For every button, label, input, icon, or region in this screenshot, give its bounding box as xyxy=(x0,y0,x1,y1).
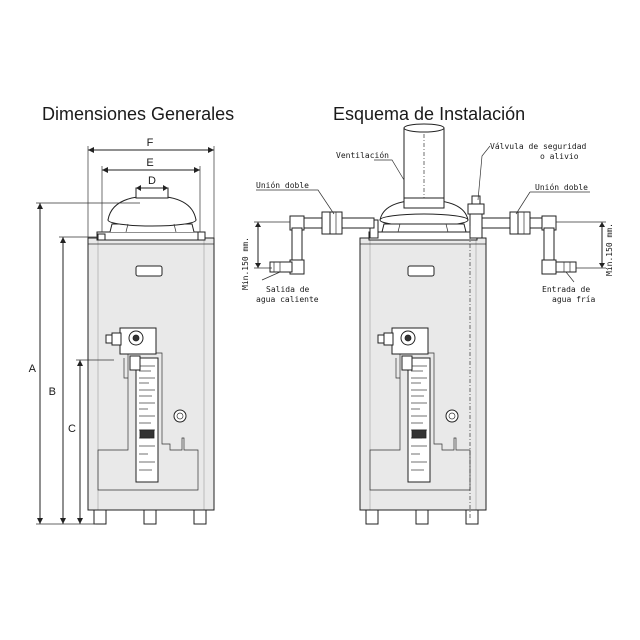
left-title: Dimensiones Generales xyxy=(42,104,234,124)
dim-f: F xyxy=(147,137,154,149)
dim-a: A xyxy=(29,363,37,375)
union-doble-left-label: Unión doble xyxy=(256,180,309,190)
right-title: Esquema de Instalación xyxy=(333,104,525,124)
right-heater xyxy=(269,123,577,525)
dim-e: E xyxy=(146,157,153,169)
dim-b: B xyxy=(49,386,56,398)
min-label-left: Min.150 mm. xyxy=(241,237,250,290)
valvula-label-line2: o alivio xyxy=(540,152,579,161)
dim-c: C xyxy=(68,423,76,435)
left-heater xyxy=(87,187,215,525)
salida-label-line1: Salida de xyxy=(266,285,310,294)
ventilacion-label: Ventilación xyxy=(336,150,389,160)
entrada-label-line1: Entrada de xyxy=(542,285,590,294)
min-label-right: Min.150 mm. xyxy=(605,223,614,276)
dimension-lines xyxy=(36,146,215,525)
salida-label-line2: agua caliente xyxy=(256,295,319,304)
dim-d: D xyxy=(148,175,156,187)
union-doble-right-label: Unión doble xyxy=(535,182,588,192)
leader-lines xyxy=(256,145,590,283)
valvula-label-line1: Válvula de seguridad xyxy=(490,142,587,151)
min-dimensions xyxy=(254,221,606,269)
entrada-label-line2: agua fría xyxy=(552,295,596,304)
